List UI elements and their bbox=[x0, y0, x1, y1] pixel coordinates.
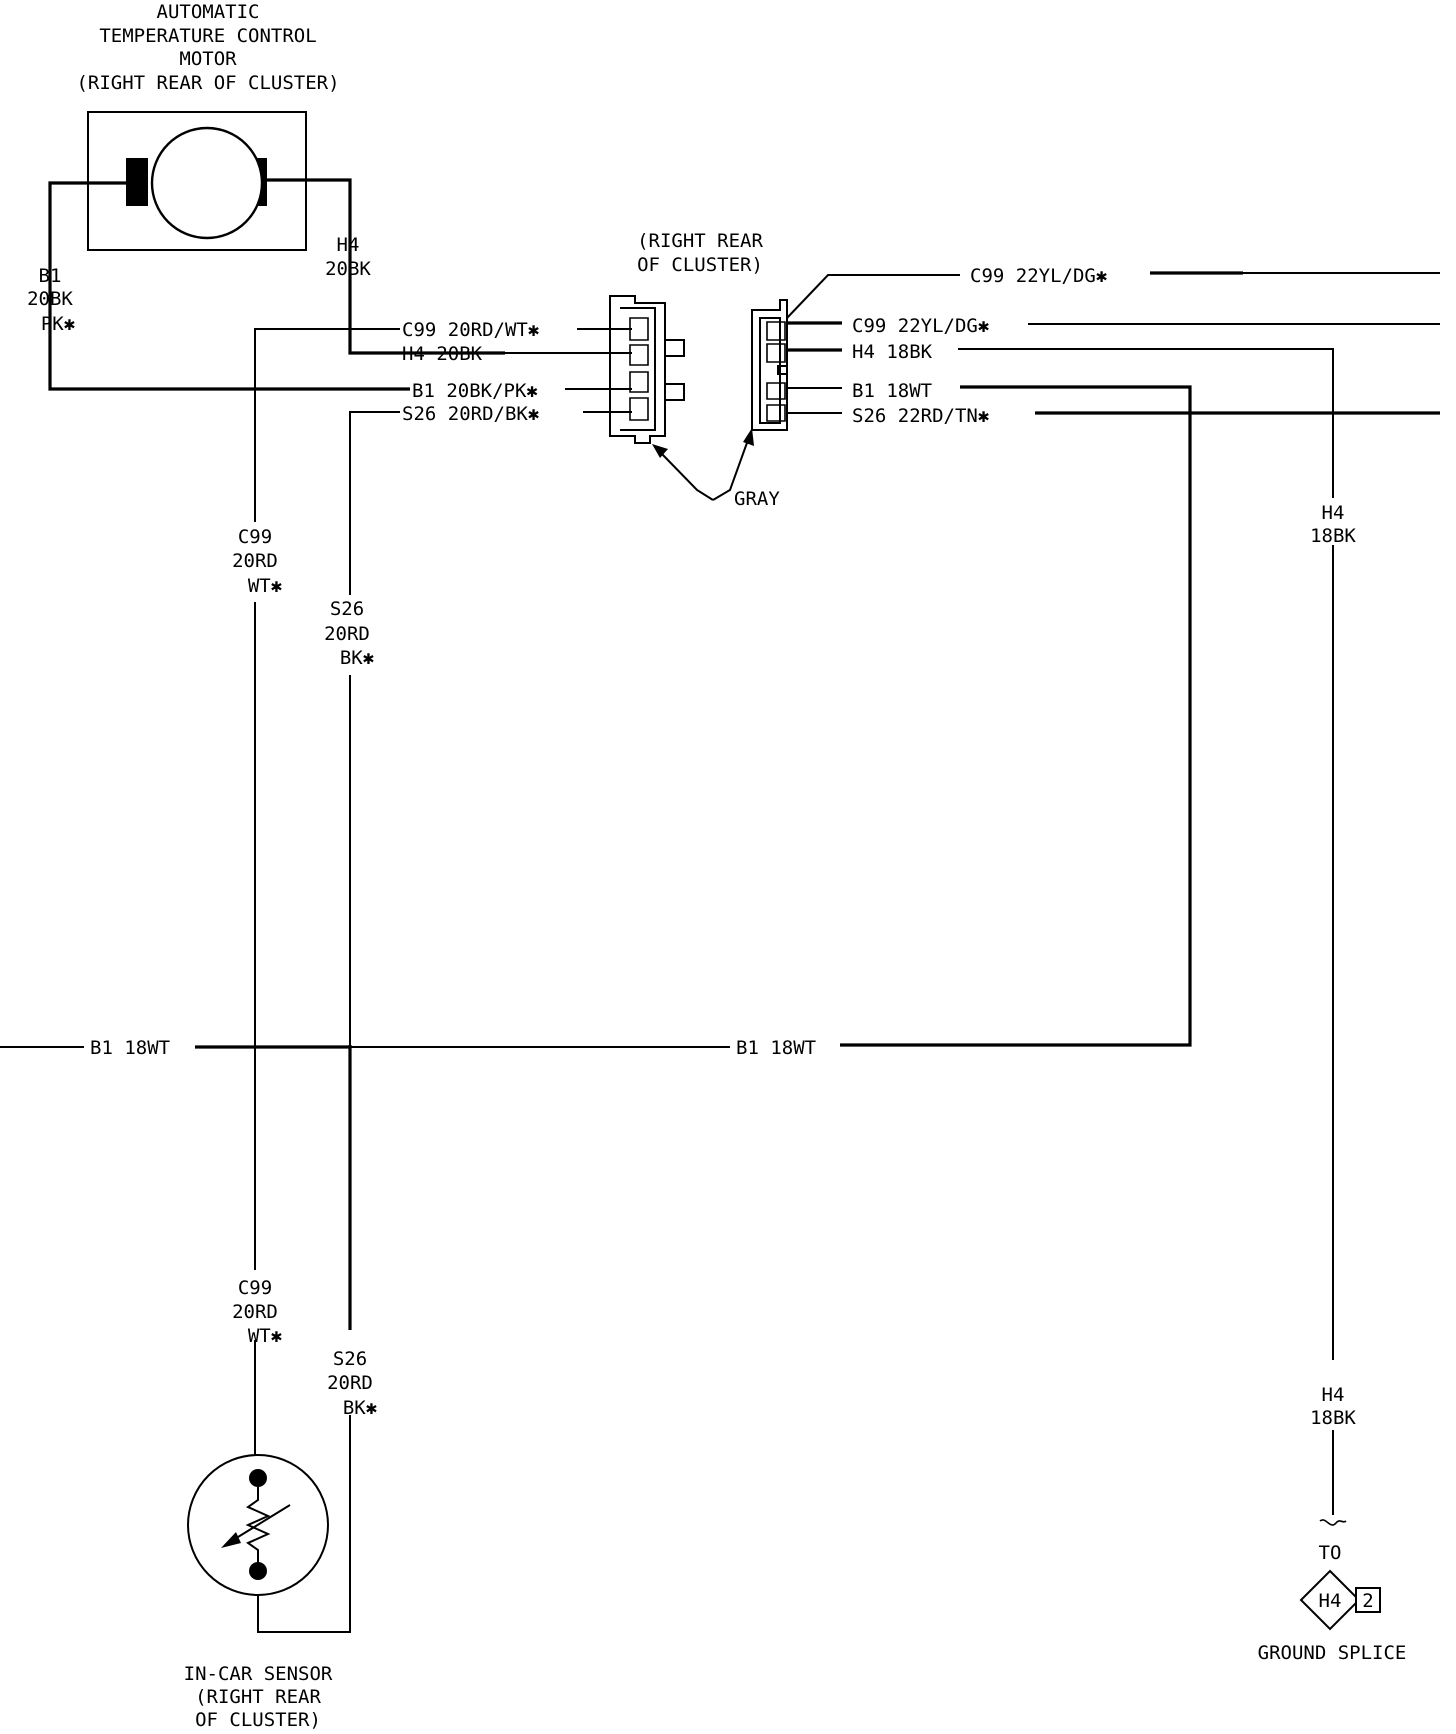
label-s26-lower-2: 20RD bbox=[327, 1372, 373, 1394]
label-b1-line-3: PK✱ bbox=[41, 313, 75, 335]
label-b1-18wt-mid: B1 18WT bbox=[736, 1037, 816, 1059]
gray-arrowhead-left bbox=[652, 444, 668, 458]
label-c99-upper-3: WT✱ bbox=[248, 575, 282, 597]
connector-right-half bbox=[751, 299, 788, 431]
connector-right-pin-4: B1 18WT bbox=[852, 380, 932, 402]
label-s26-upper-3: BK✱ bbox=[340, 647, 374, 669]
connector-location-line-1: (RIGHT REAR bbox=[637, 230, 763, 252]
ground-splice-id: H4 bbox=[1319, 1590, 1342, 1612]
label-h4-18bk-upper-1: H4 bbox=[1322, 502, 1345, 524]
connector-left-half bbox=[609, 295, 685, 444]
wire-s26-20rd-bk-upper bbox=[349, 411, 400, 1045]
c99-upper-label-mask bbox=[215, 522, 295, 602]
label-b1-line-1: B1 bbox=[39, 265, 62, 287]
label-s26-lower-3: BK✱ bbox=[343, 1397, 377, 1419]
s26-upper-label-mask bbox=[310, 595, 390, 675]
connector-left-pin-1: C99 20RD/WT✱ bbox=[402, 319, 539, 341]
connector-color-label: GRAY bbox=[734, 488, 780, 510]
label-c99-lower-2: 20RD bbox=[232, 1301, 278, 1323]
wire-s26-20rd-bk-sensor bbox=[257, 1415, 351, 1633]
motor-title-line-2: TEMPERATURE CONTROL bbox=[99, 25, 316, 47]
wire-b1-20bk-pk bbox=[48, 181, 410, 391]
connector-right-pin-5: S26 22RD/TN✱ bbox=[852, 405, 989, 427]
ground-to-label: TO bbox=[1319, 1542, 1342, 1564]
ground-splice-diamond-icon bbox=[1299, 1569, 1361, 1631]
label-h4-line-1: H4 bbox=[337, 234, 360, 256]
wire-h4-20bk bbox=[267, 178, 505, 355]
label-c99-lower-1: C99 bbox=[238, 1277, 272, 1299]
connector-right-pin-3: H4 18BK bbox=[852, 341, 933, 363]
sensor-label-line-2: (RIGHT REAR bbox=[195, 1686, 321, 1708]
ground-splice-label: GROUND SPLICE bbox=[1258, 1642, 1407, 1664]
wire-b1-18wt-right bbox=[840, 385, 1192, 1047]
connector-left-pin-3: B1 20BK/PK✱ bbox=[412, 380, 538, 402]
label-c99-upper-1: C99 bbox=[238, 526, 272, 548]
connector-right-pin-1: C99 22YL/DG✱ bbox=[970, 265, 1107, 287]
connector-location-line-2: OF CLUSTER) bbox=[637, 254, 763, 276]
in-car-sensor bbox=[187, 1454, 329, 1596]
label-h4-18bk-lower-1: H4 bbox=[1322, 1384, 1345, 1406]
sensor-label-line-3: OF CLUSTER) bbox=[195, 1709, 321, 1731]
wire-h4-18bk bbox=[958, 348, 1334, 498]
label-s26-lower-1: S26 bbox=[333, 1348, 367, 1370]
label-h4-18bk-upper-2: 18BK bbox=[1310, 525, 1356, 547]
thermistor-arrowhead bbox=[221, 1532, 241, 1548]
gray-arrow-left bbox=[661, 453, 714, 501]
ground-splice-number-box bbox=[1355, 1587, 1381, 1613]
connector-right-pin-2: C99 22YL/DG✱ bbox=[852, 315, 989, 337]
gray-arrowhead-right bbox=[743, 428, 754, 446]
connector-left-pin-4: S26 20RD/BK✱ bbox=[402, 403, 539, 425]
sensor-terminal-top bbox=[249, 1469, 267, 1487]
label-h4-line-2: 20BK bbox=[325, 258, 371, 280]
sensor-label-line-1: IN-CAR SENSOR bbox=[184, 1663, 333, 1685]
label-s26-upper-1: S26 bbox=[330, 598, 364, 620]
label-c99-upper-2: 20RD bbox=[232, 550, 278, 572]
label-h4-18bk-lower-2: 18BK bbox=[1310, 1407, 1356, 1429]
motor-title-line-4: (RIGHT REAR OF CLUSTER) bbox=[76, 72, 339, 94]
ground-splice-number: 2 bbox=[1362, 1590, 1373, 1612]
wire-c99-22yl-dg-top bbox=[786, 274, 960, 319]
label-c99-lower-3: WT✱ bbox=[248, 1325, 282, 1347]
motor-left-brush bbox=[126, 158, 148, 206]
temperature-control-motor: AUTOMATIC TEMPERATURE CONTROL MOTOR (RIG… bbox=[76, 1, 340, 251]
label-b1-18wt-left: B1 18WT bbox=[90, 1037, 170, 1059]
label-b1-line-2: 20BK bbox=[27, 288, 73, 310]
wire-c99-20rd-wt-upper bbox=[254, 328, 400, 1055]
sensor-terminal-bottom bbox=[249, 1562, 267, 1580]
motor-title-line-1: AUTOMATIC bbox=[157, 1, 260, 23]
wire-continuation-icon bbox=[1319, 1519, 1347, 1526]
gray-arrow-right bbox=[712, 439, 749, 501]
motor-title-line-3: MOTOR bbox=[179, 48, 237, 70]
thermistor-icon bbox=[245, 1487, 271, 1562]
connector-left-pin-2: H4 20BK bbox=[402, 343, 483, 365]
label-s26-upper-2: 20RD bbox=[324, 623, 370, 645]
motor-armature bbox=[150, 126, 264, 240]
